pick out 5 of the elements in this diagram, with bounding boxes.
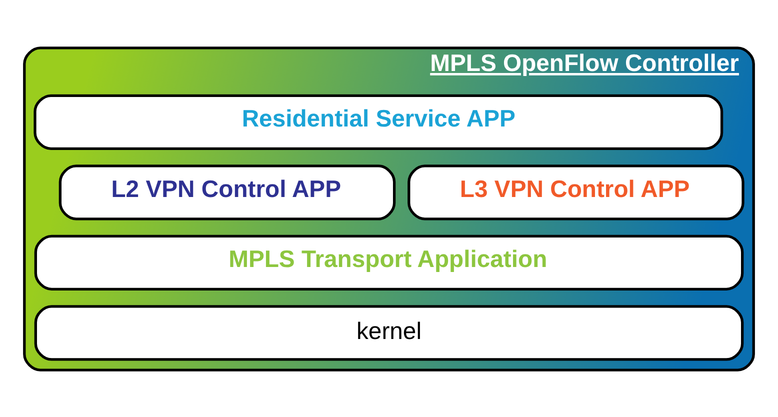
node-box: kernel xyxy=(34,304,744,360)
node-box: MPLS Transport Application xyxy=(34,234,744,290)
node-box: Residential Service APP xyxy=(34,94,724,150)
node-box: L2 VPN Control APP xyxy=(58,164,396,220)
node-box: L3 VPN Control APP xyxy=(408,164,744,220)
